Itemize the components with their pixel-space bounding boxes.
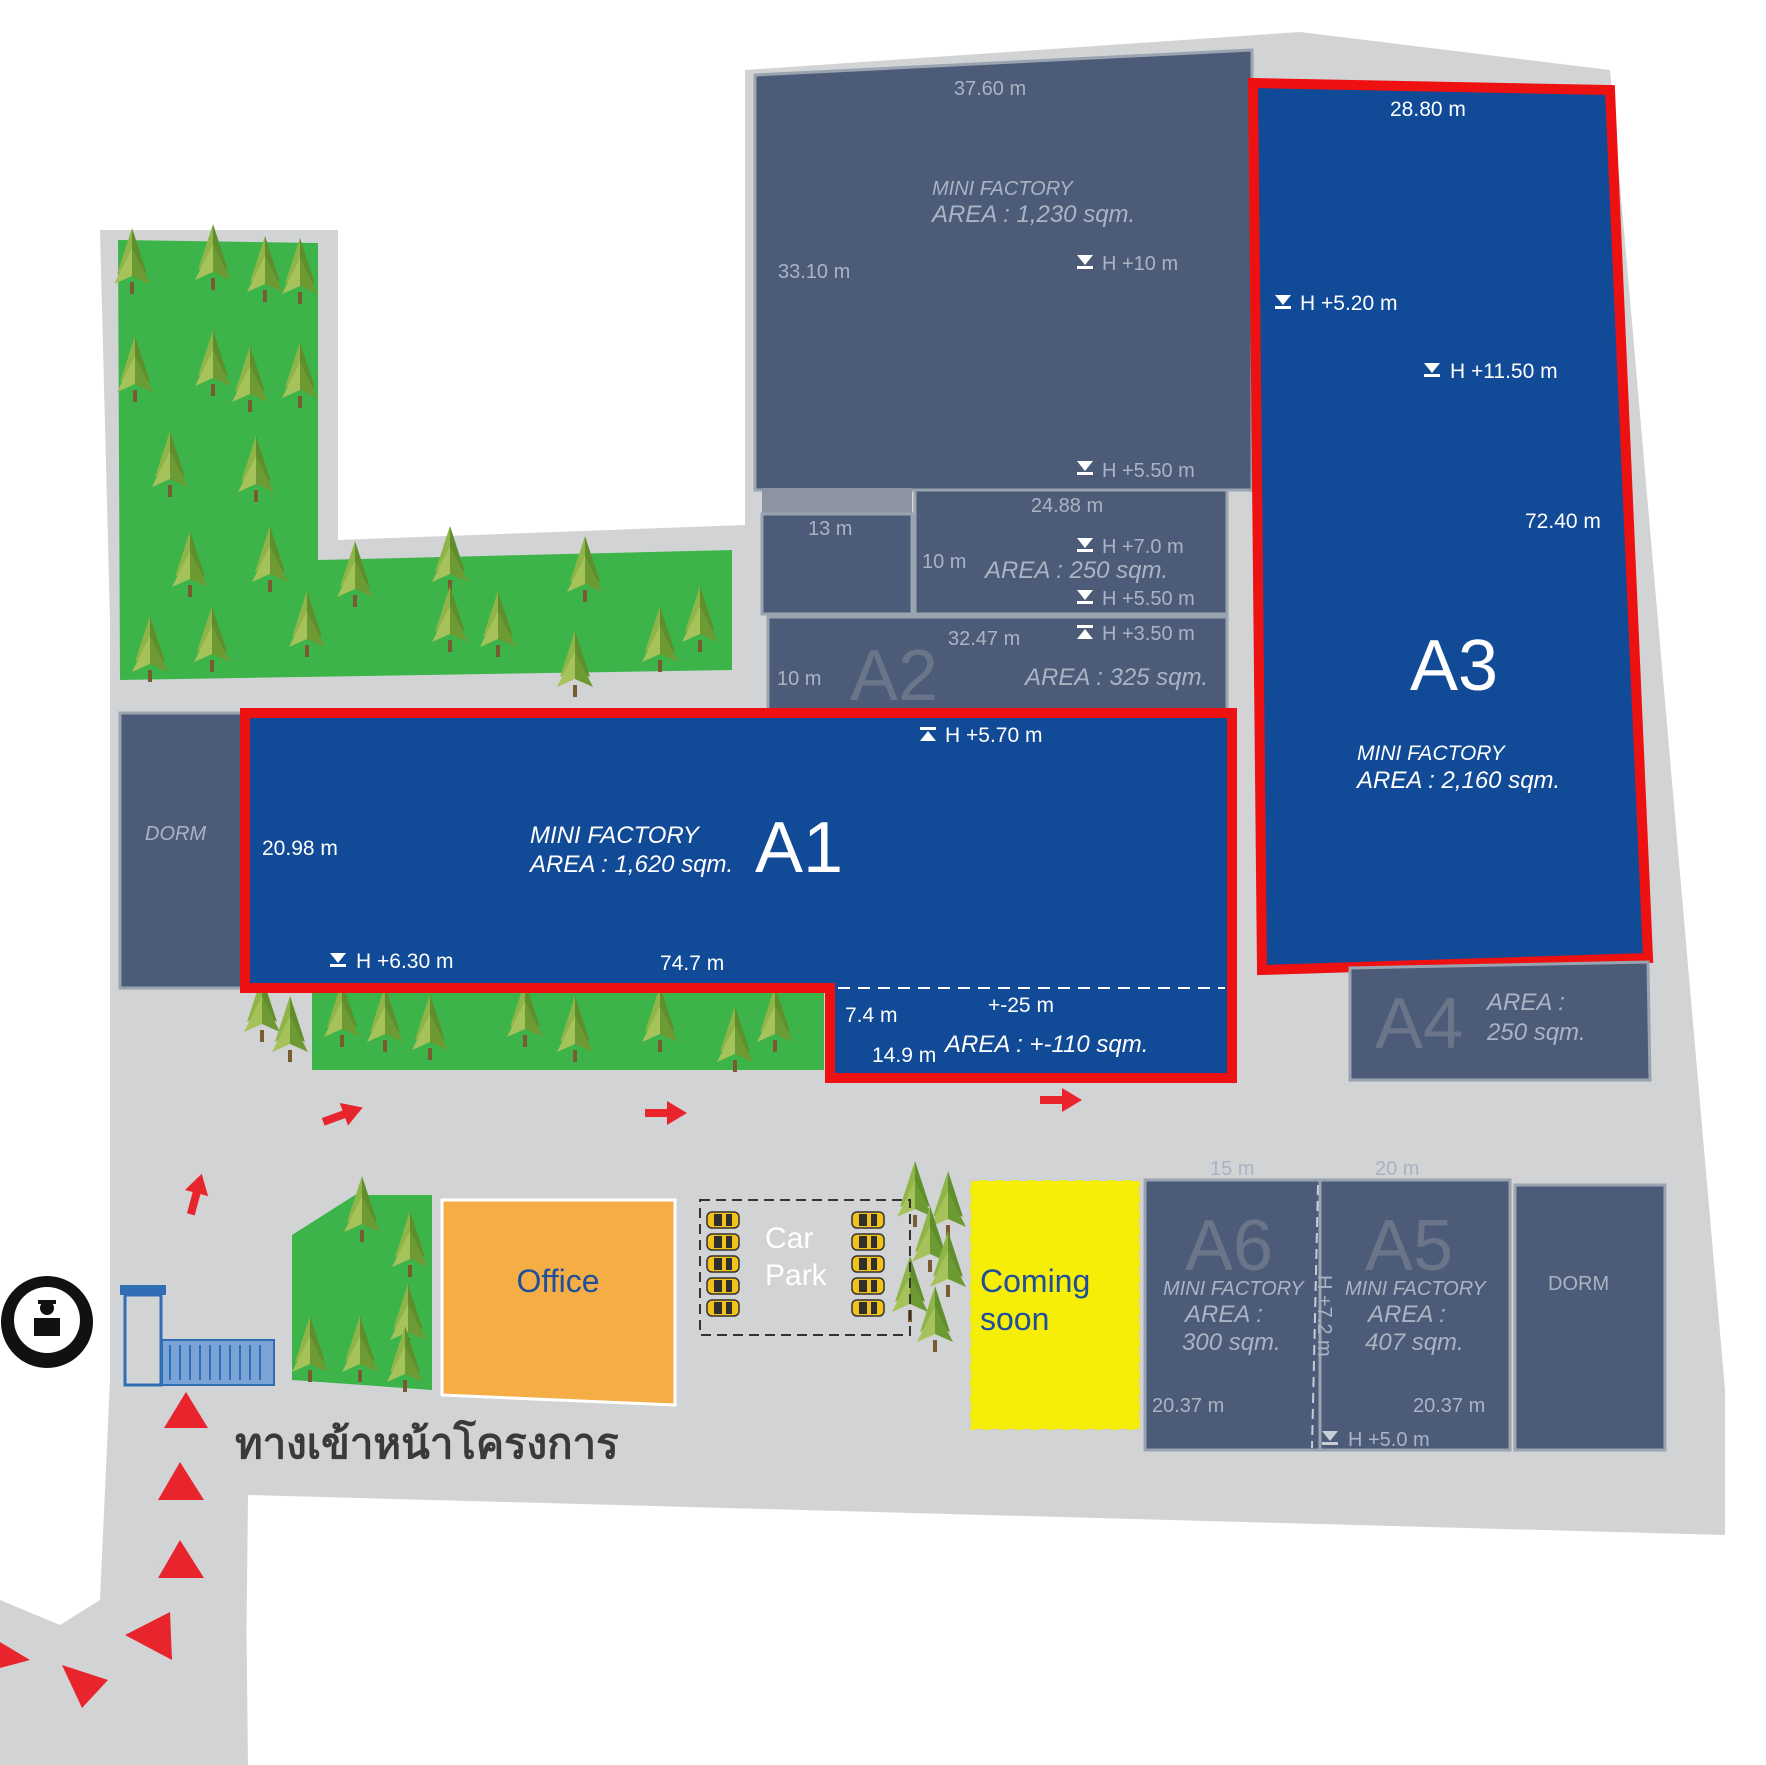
- dimension-length: 72.40 m: [1525, 510, 1601, 533]
- office-label: Office: [517, 1263, 600, 1299]
- car-icon: [851, 1255, 885, 1273]
- building-area: AREA : 1,620 sqm.: [528, 851, 733, 878]
- gate-icon: [120, 1285, 275, 1387]
- building-title: MINI FACTORY: [530, 822, 701, 849]
- building-title: MINI FACTORY: [1163, 1278, 1305, 1300]
- grass-area-entrance: [292, 1195, 432, 1390]
- dorm-label: DORM: [1548, 1273, 1609, 1295]
- dimension-depth: 10 m: [922, 551, 966, 573]
- dimension-depth: 10 m: [777, 668, 821, 690]
- dimension-width: 15 m: [1210, 1158, 1254, 1180]
- direction-arrows: [0, 1088, 1082, 1708]
- building-area: AREA : 2,160 sqm.: [1355, 767, 1560, 794]
- dimension-depth: 20.37 m: [1152, 1395, 1224, 1417]
- dimension-width: 13 m: [808, 518, 852, 540]
- area-line1: AREA :: [1485, 989, 1565, 1016]
- direction-arrow-icon: [164, 1392, 208, 1428]
- car-park: Car Park: [699, 1199, 911, 1336]
- height-value: H +6.30 m: [356, 950, 453, 973]
- building-title: MINI FACTORY: [1345, 1278, 1487, 1300]
- building-unit-250sqm: 24.88 m 10 m AREA : 250 sqm. H +7.0 m H …: [913, 488, 1229, 616]
- area-line1: AREA :: [1183, 1301, 1263, 1328]
- extension-area: AREA : +-110 sqm.: [943, 1031, 1148, 1058]
- height-value: H +5.0 m: [1348, 1429, 1430, 1451]
- building-mini-factory-top: 37.60 m 33.10 m MINI FACTORY AREA : 1,23…: [753, 48, 1254, 492]
- building-dorm-right: DORM: [1513, 1183, 1667, 1452]
- dimension-width: 24.88 m: [1031, 495, 1103, 517]
- dimension-width: 37.60 m: [954, 78, 1026, 100]
- dimension-width: 20 m: [1375, 1158, 1419, 1180]
- divider-strip: [762, 488, 912, 514]
- dimension-width: 32.47 m: [948, 628, 1020, 650]
- building-label: A1: [755, 808, 843, 888]
- building-title: MINI FACTORY: [932, 178, 1074, 200]
- building-label: A6: [1185, 1206, 1273, 1286]
- height-value: H +5.70 m: [945, 724, 1042, 747]
- car-icon: [706, 1211, 740, 1229]
- extension-width: 14.9 m: [872, 1044, 936, 1067]
- building-a3[interactable]: 28.80 m H +5.20 m H +11.50 m 72.40 m A3 …: [1247, 77, 1654, 976]
- building-label: A2: [850, 636, 938, 716]
- extension-depth: 7.4 m: [845, 1004, 898, 1027]
- dimension-width: 28.80 m: [1390, 98, 1466, 121]
- building-area: AREA : 325 sqm.: [1023, 664, 1208, 691]
- car-icon: [851, 1277, 885, 1295]
- direction-arrow-icon: [125, 1612, 172, 1660]
- car-park-label-line1: Car: [765, 1222, 813, 1255]
- height-value: H +7.0 m: [1102, 536, 1184, 558]
- coming-soon-line2: soon: [980, 1301, 1049, 1337]
- building-a5: 20 m A5 MINI FACTORY AREA : 407 sqm. 20.…: [1311, 1158, 1512, 1452]
- building-title: MINI FACTORY: [1357, 742, 1507, 765]
- car-icon: [851, 1299, 885, 1317]
- building-a4: A4 AREA : 250 sqm.: [1348, 960, 1652, 1082]
- building-a2: 10 m A2 32.47 m H +3.50 m AREA : 325 sqm…: [766, 615, 1229, 716]
- building-a1[interactable]: H +5.70 m 20.98 m MINI FACTORY AREA : 1,…: [240, 708, 1237, 1083]
- height-value: H +11.50 m: [1450, 360, 1558, 383]
- building-area: AREA : 1,230 sqm.: [930, 201, 1135, 228]
- building-label: A4: [1375, 984, 1463, 1064]
- direction-arrow-icon: [158, 1462, 204, 1500]
- height-value: H +5.50 m: [1102, 588, 1195, 610]
- dimension-depth: 20.37 m: [1413, 1395, 1485, 1417]
- car-park-label-line2: Park: [765, 1259, 828, 1292]
- height-value: H +3.50 m: [1102, 623, 1195, 645]
- security-guard-icon: [1, 1276, 93, 1368]
- coming-soon-line1: Coming: [980, 1263, 1090, 1299]
- area-line2: 407 sqm.: [1365, 1329, 1464, 1356]
- area-line2: 300 sqm.: [1182, 1329, 1281, 1356]
- office-building: Office: [440, 1198, 677, 1407]
- direction-arrow-icon: [0, 1642, 30, 1668]
- extension-offset: +-25 m: [988, 994, 1054, 1017]
- car-icon: [851, 1211, 885, 1229]
- building-a6: 15 m A6 MINI FACTORY AREA : 300 sqm. 20.…: [1143, 1158, 1322, 1452]
- height-value: H +10 m: [1102, 253, 1178, 275]
- dorm-label: DORM: [145, 823, 206, 845]
- dimension-depth: 20.98 m: [262, 837, 338, 860]
- area-line2: 250 sqm.: [1486, 1019, 1586, 1046]
- building-area: AREA : 250 sqm.: [983, 557, 1168, 584]
- building-label: A3: [1410, 626, 1498, 706]
- dimension-depth: 33.10 m: [778, 261, 850, 283]
- car-icon: [706, 1299, 740, 1317]
- entrance-label: ทางเข้าหน้าโครงการ: [235, 1419, 619, 1467]
- coming-soon-area: Coming soon: [969, 1179, 1141, 1431]
- building-unit-13m: 13 m: [760, 512, 914, 616]
- car-icon: [706, 1233, 740, 1251]
- area-line1: AREA :: [1366, 1301, 1446, 1328]
- height-value: H +5.20 m: [1300, 292, 1397, 315]
- building-label: A5: [1365, 1206, 1453, 1286]
- car-icon: [706, 1255, 740, 1273]
- height-value: H +5.50 m: [1102, 460, 1195, 482]
- building-dorm-left: DORM: [118, 711, 247, 990]
- direction-arrow-icon: [158, 1540, 204, 1578]
- height-side: H +7.2 m: [1313, 1275, 1335, 1357]
- dimension-length: 74.7 m: [660, 952, 724, 975]
- direction-arrow-icon: [62, 1665, 108, 1708]
- car-icon: [851, 1233, 885, 1251]
- car-icon: [706, 1277, 740, 1295]
